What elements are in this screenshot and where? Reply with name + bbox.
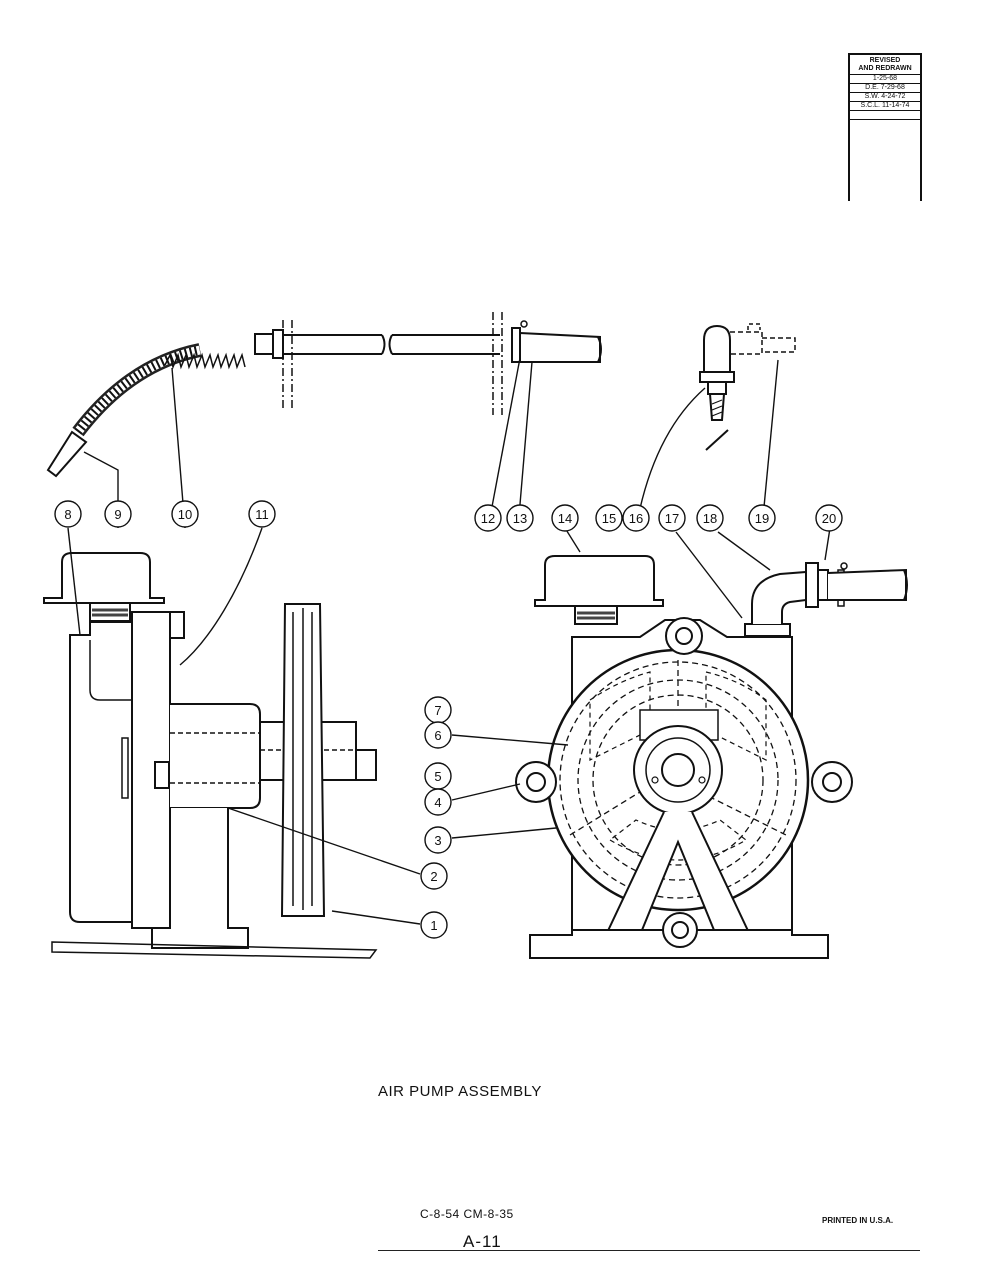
svg-text:12: 12 [481,511,495,526]
svg-text:20: 20 [822,511,836,526]
rigid-tube [283,334,382,355]
hose-assembly [46,312,602,478]
valve-body [703,324,731,373]
callouts: 8 9 10 11 12 13 14 15 16 17 18 19 20 7 6… [54,500,843,939]
callout-6: 6 [424,721,452,749]
callout-20: 20 [815,504,843,532]
filter-cap-front [534,555,664,607]
revision-title: REVISED AND REDRAWN [850,55,920,75]
callout-11: 11 [248,500,276,528]
callout-4: 4 [424,788,452,816]
hose-end [519,331,601,363]
svg-text:1: 1 [430,918,437,933]
nozzle [46,430,88,478]
svg-text:16: 16 [629,511,643,526]
revision-entry: S.W. 4-24-72 [850,93,920,102]
callout-9: 9 [104,500,132,528]
callout-1: 1 [420,911,448,939]
svg-text:3: 3 [434,833,441,848]
svg-text:4: 4 [434,795,441,810]
revision-entry-blank [850,111,920,120]
callout-2: 2 [420,862,448,890]
callout-12: 12 [474,504,502,532]
svg-text:7: 7 [434,703,441,718]
flexible-hose [72,343,202,437]
callout-5: 5 [424,762,452,790]
svg-text:17: 17 [665,511,679,526]
spring-coil [164,352,246,370]
svg-text:8: 8 [64,507,71,522]
svg-text:13: 13 [513,511,527,526]
svg-text:19: 19 [755,511,769,526]
callout-16: 16 [622,504,650,532]
valve-assembly [699,323,796,451]
callout-7: 7 [424,696,452,724]
revision-block: REVISED AND REDRAWN 1-25-68 D.E. 7-29-68… [848,53,922,201]
pump-front-view [515,555,908,959]
drawing-code: C-8-54 CM-8-35 [420,1207,514,1221]
callout-14: 14 [551,504,579,532]
revision-entry: 1-25-68 [850,75,920,84]
callout-17: 17 [658,504,686,532]
revision-entry: D.E. 7-29-68 [850,84,920,93]
revision-entry: S.C.L. 11-14-74 [850,102,920,111]
footer-rule [378,1250,920,1251]
callout-8: 8 [54,500,82,528]
callout-13: 13 [506,504,534,532]
callout-15: 15 [595,504,623,532]
svg-text:5: 5 [434,769,441,784]
diagram-title: AIR PUMP ASSEMBLY [378,1083,542,1100]
svg-text:15: 15 [602,511,616,526]
callout-18: 18 [696,504,724,532]
callout-19: 19 [748,504,776,532]
pump-side-view [43,552,378,959]
svg-text:18: 18 [703,511,717,526]
svg-text:11: 11 [255,507,269,522]
filter-cap [43,552,165,604]
callout-10: 10 [171,500,199,528]
page-number: A-11 [463,1232,502,1251]
svg-text:2: 2 [430,869,437,884]
svg-text:9: 9 [114,507,121,522]
printed-in-note: PRINTED IN U.S.A. [822,1216,894,1225]
svg-text:6: 6 [434,728,441,743]
svg-text:14: 14 [558,511,572,526]
svg-text:10: 10 [178,507,192,522]
callout-3: 3 [424,826,452,854]
